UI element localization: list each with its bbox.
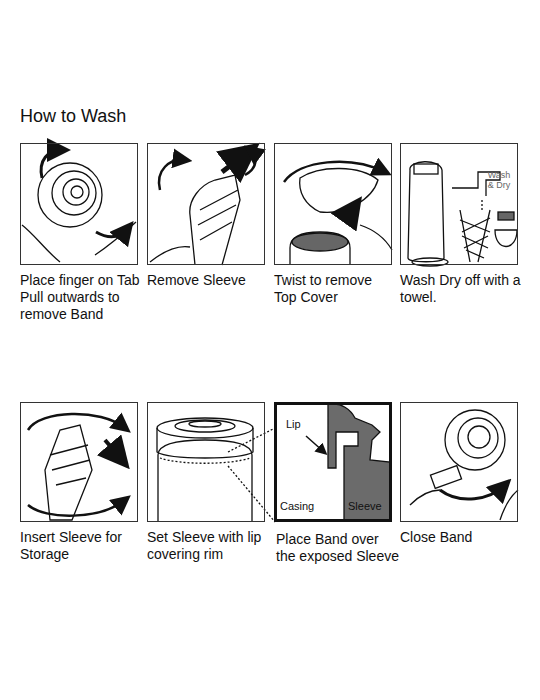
step-panel: Insert Sleeve for Storage (20, 402, 138, 522)
part-label: Lip (286, 418, 301, 431)
step-panel: Wash Dry off with a towel. (400, 143, 518, 265)
step-panel: Twist to remove Top Cover (274, 143, 392, 265)
part-label: Wash & Dry (484, 170, 514, 191)
part-label: Casing (280, 500, 314, 513)
step-caption: Wash Dry off with a towel. (400, 272, 524, 306)
step-caption: Insert Sleeve for Storage (20, 529, 144, 563)
step-panel: Close Band (400, 402, 518, 522)
step-caption: Place Band over the exposed Sleeve (276, 531, 400, 565)
step-panel: Place finger on Tab Pull outwards to rem… (20, 143, 138, 265)
step-caption: Twist to remove Top Cover (274, 272, 398, 306)
part-label: Sleeve (348, 500, 382, 513)
step-caption: Remove Sleeve (147, 272, 271, 289)
step-panel: Remove Sleeve (147, 143, 265, 265)
page-title: How to Wash (20, 106, 126, 127)
step-caption: Set Sleeve with lip covering rim (147, 529, 271, 563)
step-panel: Set Sleeve with lip covering rim (147, 402, 265, 522)
step-caption: Close Band (400, 529, 524, 546)
step-caption: Place finger on Tab Pull outwards to rem… (20, 272, 144, 322)
